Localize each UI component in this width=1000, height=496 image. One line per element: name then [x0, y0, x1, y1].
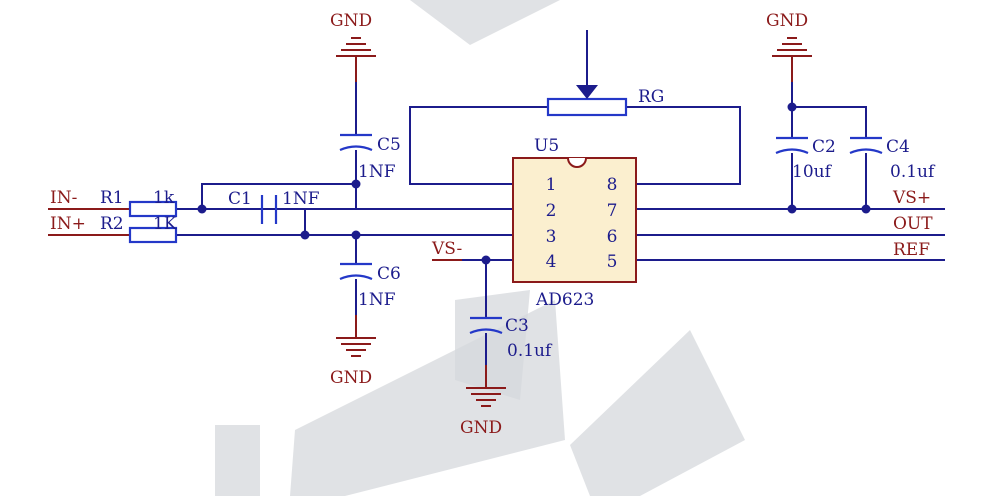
watermark	[215, 0, 745, 496]
net-label-out: OUT	[893, 214, 933, 234]
ic-pin-5: 5	[607, 252, 618, 272]
ic-pin-1: 1	[546, 175, 557, 195]
c4-ref-label: C4	[886, 137, 910, 157]
c6-ref-label: C6	[377, 264, 401, 284]
ground-symbol-c2	[772, 37, 812, 57]
gnd-label-c6: GND	[330, 368, 372, 388]
ground-symbol-c5	[336, 37, 376, 57]
c6-value-label: 1NF	[358, 290, 396, 310]
gnd-label-c5: GND	[330, 11, 372, 31]
capacitor-c6	[339, 262, 373, 281]
ic-pin-4: 4	[546, 252, 557, 272]
c4-value-label: 0.1uf	[890, 162, 936, 182]
capacitor-c5	[339, 133, 373, 152]
gnd-label-c3: GND	[460, 418, 502, 438]
c2-ref-label: C2	[812, 137, 836, 157]
ic-pin-7: 7	[607, 201, 618, 221]
junction-dot	[861, 204, 871, 214]
rg-ref-label: RG	[638, 87, 664, 107]
capacitor-c2	[775, 136, 809, 155]
resistor-rg	[546, 97, 628, 117]
ic-ad623: 1 2 3 4 8 7 6 5	[512, 157, 637, 283]
resistors	[128, 85, 628, 244]
capacitor-c4	[849, 136, 883, 155]
c3-value-label: 0.1uf	[507, 341, 553, 361]
r1-ref-label: R1	[100, 188, 124, 208]
c2-value-label: 10uf	[792, 162, 833, 182]
resistor-r1	[128, 200, 178, 218]
junction-dot	[787, 102, 797, 112]
ic-part-label: AD623	[535, 290, 594, 310]
net-label-vs-minus: VS-	[431, 239, 462, 259]
junction-dot	[351, 179, 361, 189]
junctions	[197, 102, 871, 265]
junction-dot	[351, 230, 361, 240]
junction-dot	[787, 204, 797, 214]
r2-value-label: 1K	[153, 214, 177, 234]
capacitor-c3	[469, 316, 503, 335]
c3-ref-label: C3	[505, 316, 529, 336]
c5-value-label: 1NF	[358, 162, 396, 182]
ic-notch	[567, 157, 587, 168]
ic-pin-6: 6	[607, 227, 618, 247]
c5-ref-label: C5	[377, 135, 401, 155]
wires	[48, 30, 945, 388]
r1-value-label: 1k	[153, 188, 175, 208]
ic-pin-8: 8	[607, 175, 618, 195]
resistor-r2	[128, 226, 178, 244]
c1-value-label: 1NF	[282, 189, 320, 209]
gnd-label-c2: GND	[766, 11, 808, 31]
net-label-in-plus: IN+	[50, 214, 86, 234]
ground-symbol-c6	[336, 337, 376, 357]
ic-pin-2: 2	[546, 201, 557, 221]
capacitors	[260, 133, 883, 335]
r2-ref-label: R2	[100, 214, 124, 234]
net-label-in-minus: IN-	[50, 188, 77, 208]
junction-dot	[481, 255, 491, 265]
ground-symbols	[336, 37, 812, 407]
junction-dot	[300, 230, 310, 240]
net-label-ref: REF	[893, 240, 930, 260]
junction-dot	[197, 204, 207, 214]
net-label-vs-plus: VS+	[892, 188, 931, 208]
rg-wiper-arrow	[576, 85, 598, 99]
c1-ref-label: C1	[228, 189, 252, 209]
labels: U5 AD623 IN- IN+ VS+ OUT REF VS- R1 1k R…	[50, 11, 936, 438]
ic-ref-label: U5	[534, 136, 559, 156]
ground-symbol-c3	[466, 387, 506, 407]
ic-pin-3: 3	[546, 227, 557, 247]
